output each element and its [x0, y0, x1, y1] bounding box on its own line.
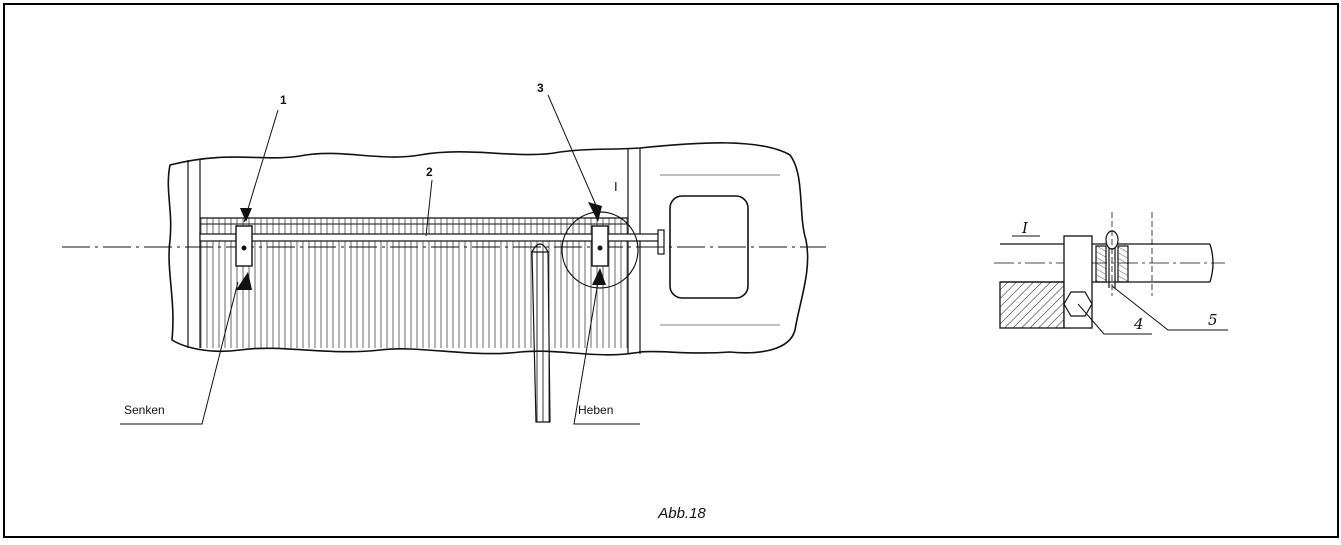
lever-top — [531, 243, 549, 253]
outer-border — [3, 3, 1339, 538]
detail-marker: I — [614, 179, 618, 194]
rod-end-knob — [657, 229, 665, 255]
callout-4: 4 — [1133, 315, 1144, 333]
detail-base-block — [999, 281, 1065, 329]
detail-clamp-sleeve-left — [1095, 245, 1107, 283]
label-heben: Heben — [578, 403, 613, 417]
leader-5 — [1111, 285, 1228, 331]
figure-caption: Abb.18 — [657, 505, 706, 522]
detail-circle — [561, 211, 639, 289]
callout-5: 5 — [1208, 311, 1218, 329]
detail-label: I — [1021, 219, 1029, 237]
leader-3 — [547, 94, 599, 211]
body-outline — [167, 142, 809, 356]
callout-3: 3 — [537, 81, 544, 95]
callout-1: 1 — [280, 93, 287, 107]
detail-clamp-sleeve-right — [1117, 245, 1129, 283]
detail-view: I 4 5 — [994, 212, 1228, 335]
callout-2: 2 — [426, 165, 433, 179]
label-senken: Senken — [124, 403, 165, 417]
lever-arm — [531, 251, 551, 423]
control-rod — [199, 233, 661, 242]
leader-4 — [1077, 303, 1152, 335]
leader-1 — [243, 109, 279, 223]
main-view: 1 2 3 I Senken Heben — [62, 81, 826, 425]
leader-heben — [573, 281, 640, 425]
leader-2 — [425, 179, 433, 237]
leader-senken — [120, 281, 239, 425]
